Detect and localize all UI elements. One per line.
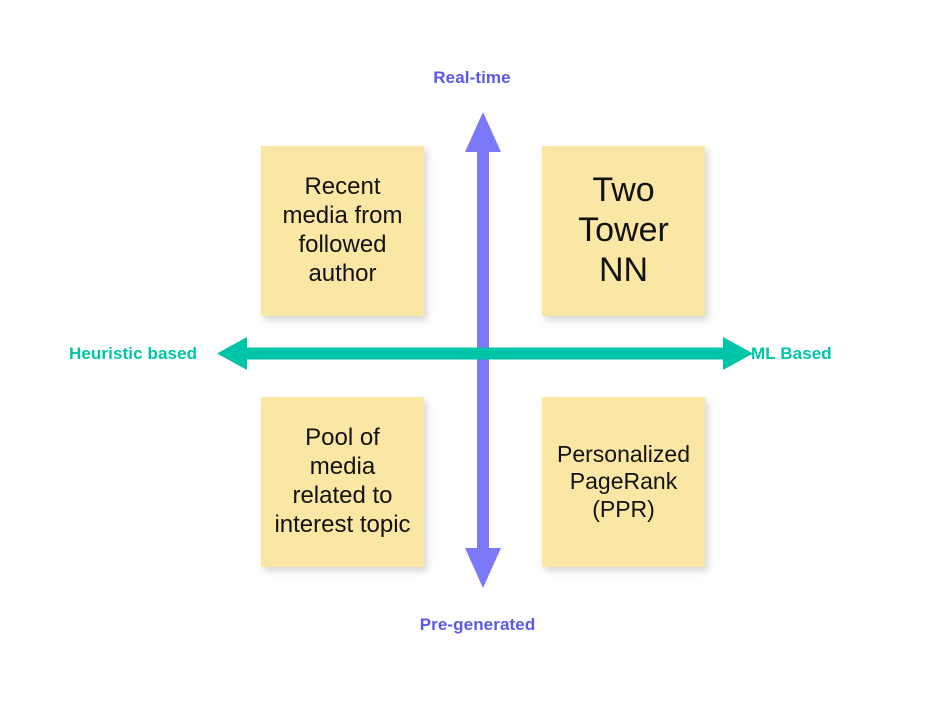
sticky-note-bottom-left-text: Pool of media related to interest topic — [274, 424, 411, 538]
sticky-note-top-right-text: Two Tower NN — [578, 171, 669, 289]
sticky-note-top-left-text: Recent media from followed author — [282, 173, 403, 287]
axis-label-heuristic-based: Heuristic based — [69, 344, 198, 363]
sticky-note-top-left: Recent media from followed author — [261, 146, 424, 316]
axis-label-pre-generated: Pre-generated — [419, 615, 536, 634]
sticky-note-bottom-right: Personalized PageRank (PPR) — [542, 397, 705, 567]
sticky-note-bottom-right-text: Personalized PageRank (PPR) — [557, 440, 690, 522]
horizontal-axis-arrow — [215, 330, 755, 378]
horizontal-arrow-icon — [217, 337, 753, 370]
axis-label-real-time: Real-time — [433, 68, 511, 87]
axis-label-ml-based: ML Based — [751, 344, 832, 363]
sticky-note-top-right: Two Tower NN — [542, 146, 705, 316]
sticky-note-bottom-left: Pool of media related to interest topic — [261, 397, 424, 567]
